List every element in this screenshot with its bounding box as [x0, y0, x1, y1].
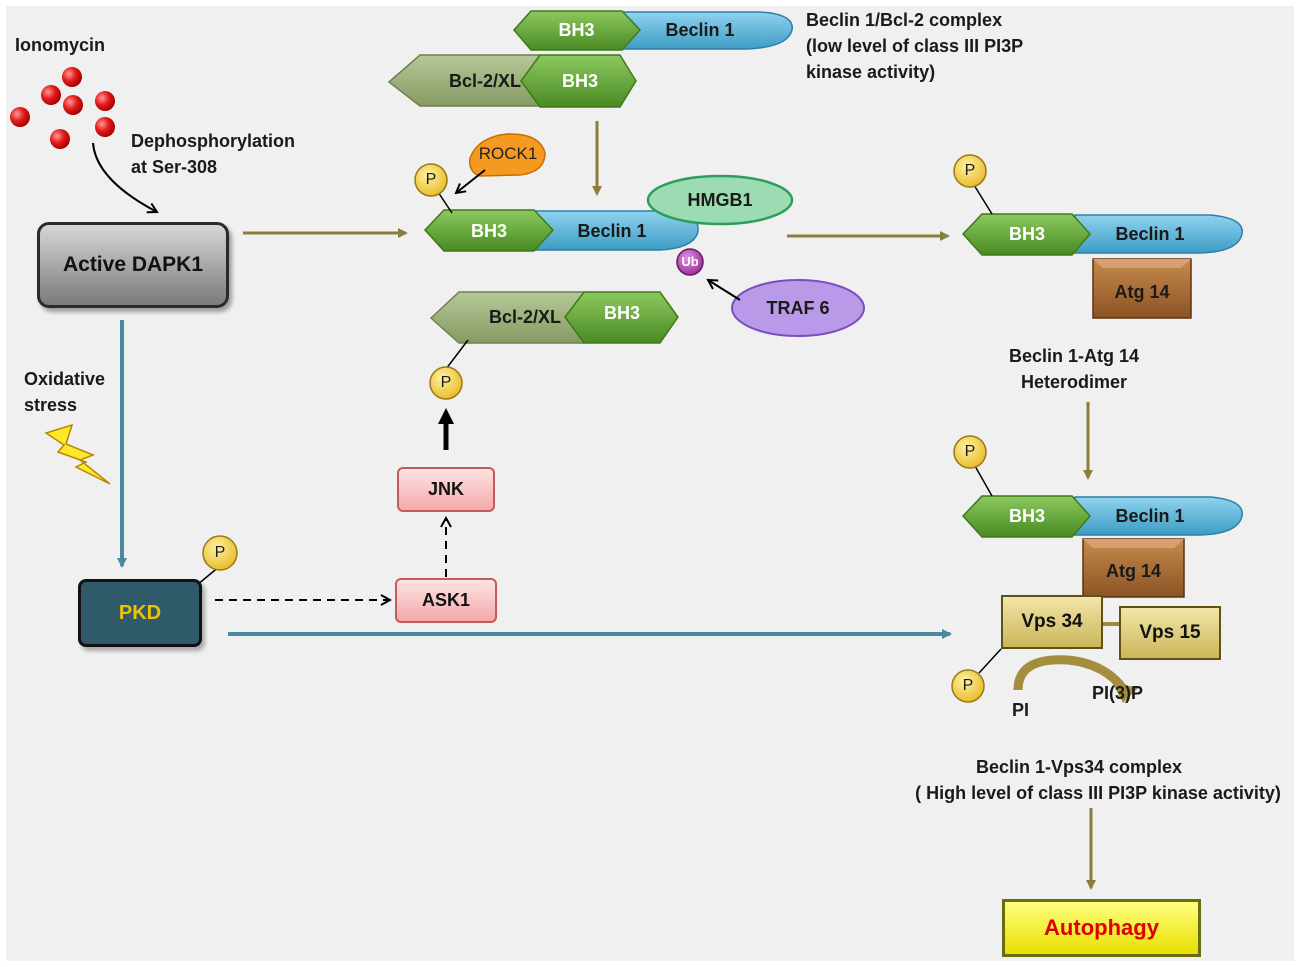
phospho-label-bcl2: P — [440, 374, 452, 391]
diagram-background — [6, 6, 1294, 961]
bh3-label-right1: BH3 — [1008, 224, 1045, 244]
jnk-node: JNK — [397, 467, 495, 512]
pi-label: PI — [1012, 700, 1030, 720]
vps34-complex-label-line1: Beclin 1-Vps34 complex — [975, 757, 1183, 777]
top-complex-label-line3: kinase activity) — [806, 62, 936, 82]
dephosphorylation-label-line1: Dephosphorylation — [131, 131, 296, 151]
atg14-label-right2: Atg 14 — [1105, 561, 1161, 581]
ionomycin-label: Ionomycin — [15, 35, 106, 55]
heterodimer-label-line1: Beclin 1-Atg 14 — [1008, 346, 1140, 366]
phospho-label-middle: P — [425, 171, 437, 188]
bh3-label-middle: BH3 — [470, 221, 507, 241]
bcl2xl-label-phospho: Bcl-2/XL — [488, 307, 562, 327]
bh3-label-top-bcl: BH3 — [561, 71, 598, 91]
ionomycin-molecules-icon — [10, 67, 115, 149]
middle-beclin-complex — [423, 133, 865, 337]
phospho-label-vps34: P — [962, 677, 974, 694]
heterodimer-label-line2: Heterodimer — [1020, 372, 1128, 392]
pkd-node: PKD — [78, 579, 202, 647]
hmgb1-label: HMGB1 — [687, 190, 753, 210]
atg14-label-right1: Atg 14 — [1114, 282, 1170, 302]
bh3-label-top: BH3 — [558, 20, 595, 40]
bcl2xl-label-top: Bcl-2/XL — [448, 71, 522, 91]
vps34-complex-label-line2: ( High level of class III PI3P kinase ac… — [915, 783, 1281, 803]
beclin1-label-right1: Beclin 1 — [1115, 224, 1185, 244]
top-complex-label-line2: (low level of class III PI3P — [806, 36, 1024, 56]
beclin1-label-middle: Beclin 1 — [577, 221, 647, 241]
phospho-markers — [196, 154, 1002, 703]
lightning-bolt-icon — [44, 423, 111, 485]
phospho-bcl2-complex — [429, 291, 679, 344]
pathway-arrows — [117, 121, 1096, 890]
beclin-vps34-complex — [961, 495, 1243, 703]
vps34-node: Vps 34 — [1001, 595, 1103, 649]
dephosphorylation-label-line2: at Ser-308 — [131, 157, 218, 177]
traf6-label: TRAF 6 — [766, 298, 830, 318]
ask1-node: ASK1 — [395, 578, 497, 623]
beclin1-label-right2: Beclin 1 — [1115, 506, 1185, 526]
rock1-label: ROCK1 — [478, 144, 538, 163]
active-dapk1-node: Active DAPK1 — [37, 222, 229, 308]
dephosphorylation-arrow — [92, 142, 157, 212]
top-beclin-complex — [387, 10, 793, 108]
bh3-label-phospho: BH3 — [603, 303, 640, 323]
beclin-atg14-complex — [961, 213, 1243, 319]
phospho-label-right1: P — [964, 162, 976, 179]
phospho-label-right2: P — [964, 443, 976, 460]
oxidative-stress-label-line1: Oxidative — [24, 369, 106, 389]
ub-label: Ub — [681, 254, 699, 269]
vps15-node: Vps 15 — [1119, 606, 1221, 660]
pi3p-label: PI(3)P — [1092, 683, 1144, 703]
top-complex-label-line1: Beclin 1/Bcl-2 complex — [806, 10, 1003, 30]
autophagy-node: Autophagy — [1002, 899, 1201, 957]
oxidative-stress-label-line2: stress — [24, 395, 78, 415]
bh3-label-right2: BH3 — [1008, 506, 1045, 526]
phospho-label-pkd: P — [214, 544, 226, 561]
beclin1-label-top: Beclin 1 — [665, 20, 735, 40]
